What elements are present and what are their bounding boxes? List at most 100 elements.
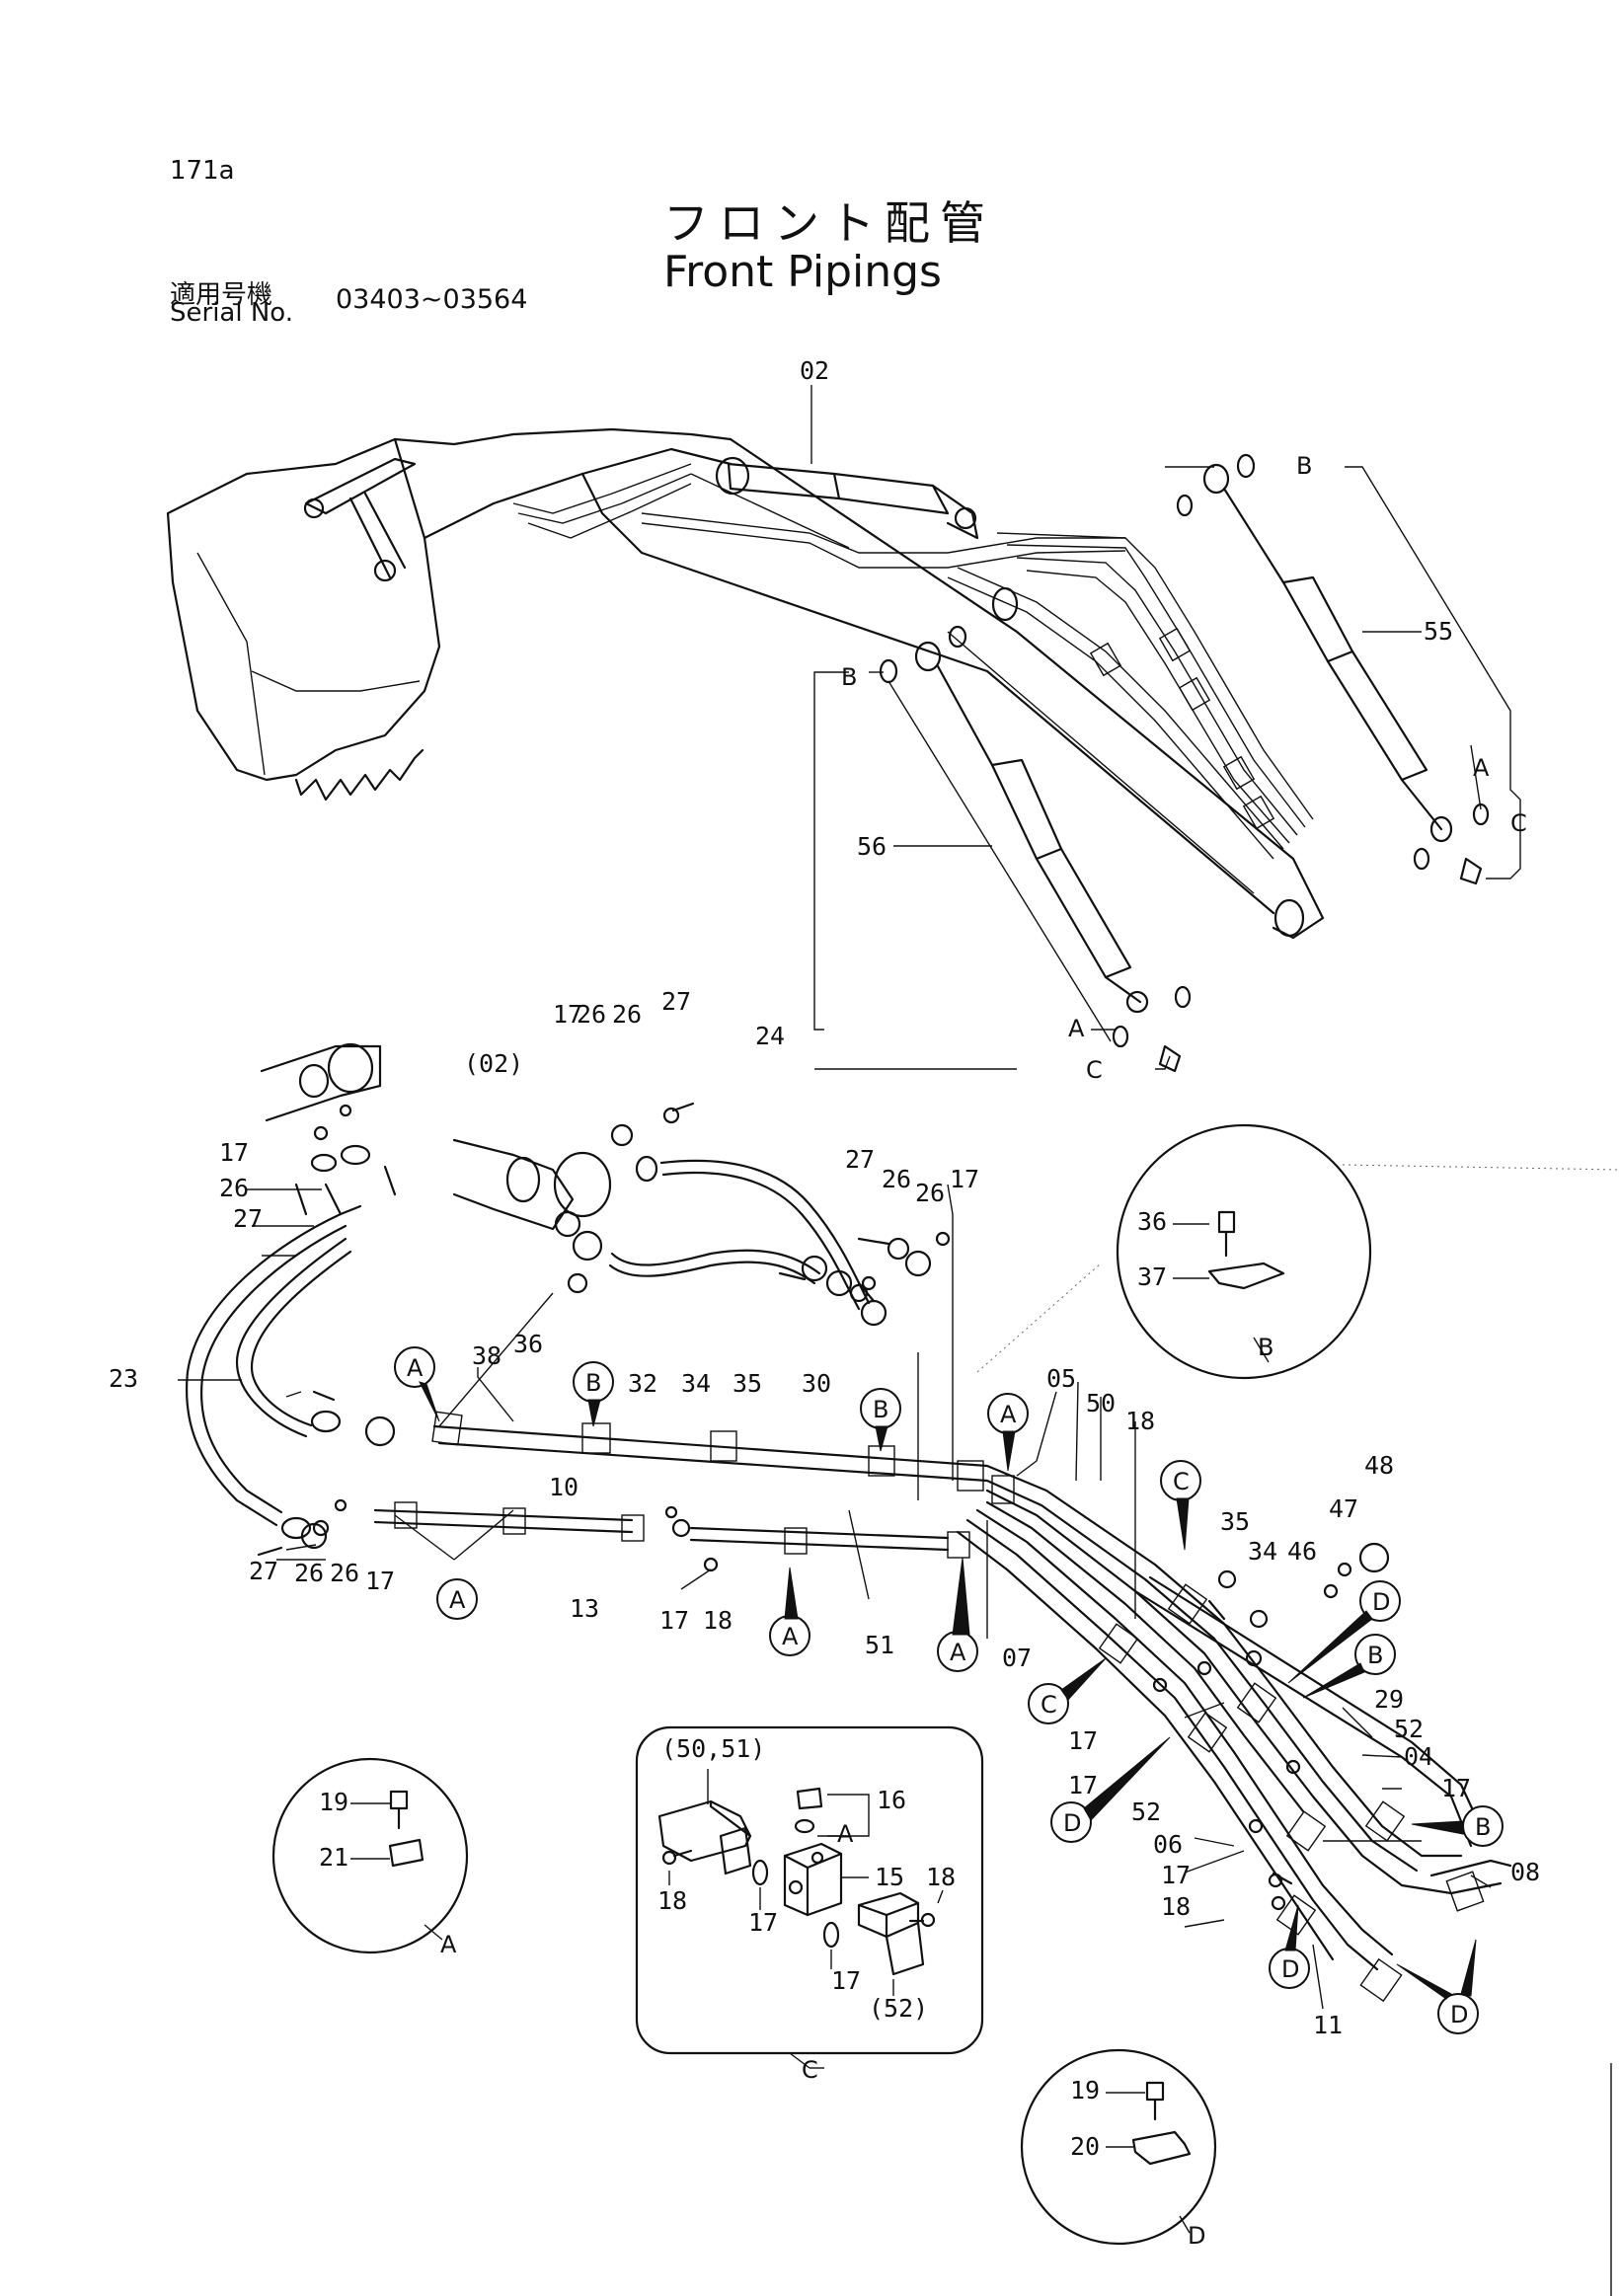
- label-17j: 17: [748, 1908, 778, 1937]
- label-17b: 17: [950, 1165, 979, 1193]
- label-23: 23: [109, 1364, 138, 1393]
- label-27d: 27: [249, 1557, 278, 1585]
- label-c-right: C: [1510, 809, 1527, 837]
- label-27c: 27: [233, 1204, 263, 1233]
- label-18d: 18: [657, 1886, 687, 1915]
- ref-b-4: B: [1475, 1813, 1491, 1841]
- label-02: 02: [800, 356, 829, 385]
- label-17e: 17: [659, 1606, 689, 1635]
- label-08: 08: [1510, 1858, 1540, 1886]
- ref-c-1: C: [1173, 1468, 1190, 1495]
- label-26a: 26: [577, 1000, 606, 1029]
- label-26e: 26: [219, 1174, 249, 1202]
- label-17h: 17: [1068, 1771, 1098, 1799]
- label-36b: 36: [1137, 1207, 1167, 1236]
- arm-cylinder-02: [715, 456, 979, 540]
- label-20: 20: [1070, 2132, 1100, 2161]
- detail-c: [635, 1725, 984, 2069]
- ref-d-2: D: [1063, 1809, 1081, 1837]
- label-26c: 26: [882, 1165, 911, 1193]
- ref-a-1: A: [407, 1354, 424, 1382]
- detail-a: [271, 1757, 469, 1954]
- label-17f: 17: [1441, 1774, 1471, 1802]
- label-10: 10: [549, 1473, 579, 1501]
- detail-d: [1020, 2048, 1217, 2246]
- label-21: 21: [319, 1843, 348, 1872]
- label-19b: 19: [1070, 2076, 1100, 2105]
- label-27a: 27: [661, 987, 691, 1016]
- label-35b: 35: [1220, 1507, 1250, 1536]
- detail-d-label: D: [1188, 2222, 1205, 2250]
- ref-a-4: A: [782, 1623, 799, 1650]
- hose-connection-drawing: [178, 1042, 1620, 2010]
- serial-label-english: Serial No.: [170, 298, 293, 328]
- label-15: 15: [875, 1863, 904, 1891]
- label-38: 38: [472, 1341, 501, 1370]
- label-50: 50: [1086, 1389, 1116, 1417]
- title-japanese: フロント配管: [663, 196, 995, 250]
- page-number: 171a: [170, 156, 235, 186]
- label-26d: 26: [915, 1179, 945, 1207]
- label-18c: 18: [1161, 1892, 1191, 1921]
- bucket-cylinder-55: [1202, 453, 1490, 885]
- reference-markers: [394, 1346, 1504, 2034]
- label-51: 51: [865, 1631, 894, 1659]
- title-english: Front Pipings: [663, 247, 942, 297]
- arm-cylinder-56: [879, 641, 1192, 1073]
- label-05: 05: [1046, 1364, 1076, 1393]
- label-37: 37: [1137, 1263, 1167, 1291]
- label-b-left: B: [841, 663, 857, 691]
- label-16-a: A: [837, 1820, 854, 1848]
- label-17i: 17: [1161, 1861, 1191, 1889]
- serial-number-range: 03403~03564: [336, 284, 528, 315]
- ref-a-2: A: [1000, 1401, 1017, 1428]
- ref-b-1: B: [585, 1369, 601, 1397]
- label-17k: 17: [831, 1966, 861, 1995]
- label-17d: 17: [365, 1567, 395, 1595]
- label-16: 16: [877, 1786, 906, 1814]
- label-19a: 19: [319, 1788, 348, 1816]
- ref-a-5: A: [950, 1639, 966, 1666]
- ref-d-1: D: [1372, 1588, 1390, 1616]
- label-06: 06: [1153, 1830, 1183, 1859]
- label-17a: 17: [553, 1000, 582, 1029]
- detail-b: [1116, 1123, 1372, 1380]
- detail-a-label: A: [440, 1931, 457, 1958]
- label-32: 32: [628, 1369, 657, 1398]
- label-30: 30: [802, 1369, 831, 1398]
- label-34a: 34: [681, 1369, 711, 1398]
- ref-b-3: B: [1367, 1642, 1383, 1669]
- label-55: 55: [1424, 617, 1453, 646]
- label-52b: 52: [1131, 1798, 1161, 1826]
- label-56: 56: [857, 832, 887, 861]
- serial-label-japanese: 適用号機: [170, 280, 273, 310]
- label-47: 47: [1329, 1494, 1358, 1523]
- label-07: 07: [1002, 1644, 1032, 1672]
- label-02-paren: (02): [464, 1049, 523, 1078]
- label-34b: 34: [1248, 1537, 1277, 1566]
- label-b-top: B: [1296, 452, 1312, 480]
- label-17c: 17: [219, 1138, 249, 1167]
- label-36a: 36: [513, 1330, 543, 1358]
- label-24: 24: [755, 1022, 785, 1050]
- label-17g: 17: [1068, 1726, 1098, 1755]
- ref-d-4: D: [1450, 2001, 1468, 2028]
- ref-c-2: C: [1041, 1691, 1057, 1719]
- label-27b: 27: [845, 1145, 875, 1174]
- label-13: 13: [570, 1594, 599, 1623]
- label-52-paren: (52): [869, 1994, 928, 2023]
- ref-b-2: B: [873, 1396, 888, 1423]
- detail-c-label: C: [802, 2056, 818, 2084]
- label-a-mid: A: [1068, 1015, 1085, 1042]
- ref-a-3: A: [449, 1586, 466, 1614]
- label-52a: 52: [1394, 1715, 1424, 1743]
- label-18e: 18: [926, 1863, 956, 1891]
- arm-overview-drawing: [166, 385, 1521, 1073]
- label-46: 46: [1287, 1537, 1317, 1566]
- label-29: 29: [1374, 1685, 1404, 1714]
- label-a-right: A: [1473, 754, 1490, 782]
- label-18b: 18: [703, 1606, 733, 1635]
- label-26g: 26: [330, 1559, 359, 1587]
- label-26b: 26: [612, 1000, 642, 1029]
